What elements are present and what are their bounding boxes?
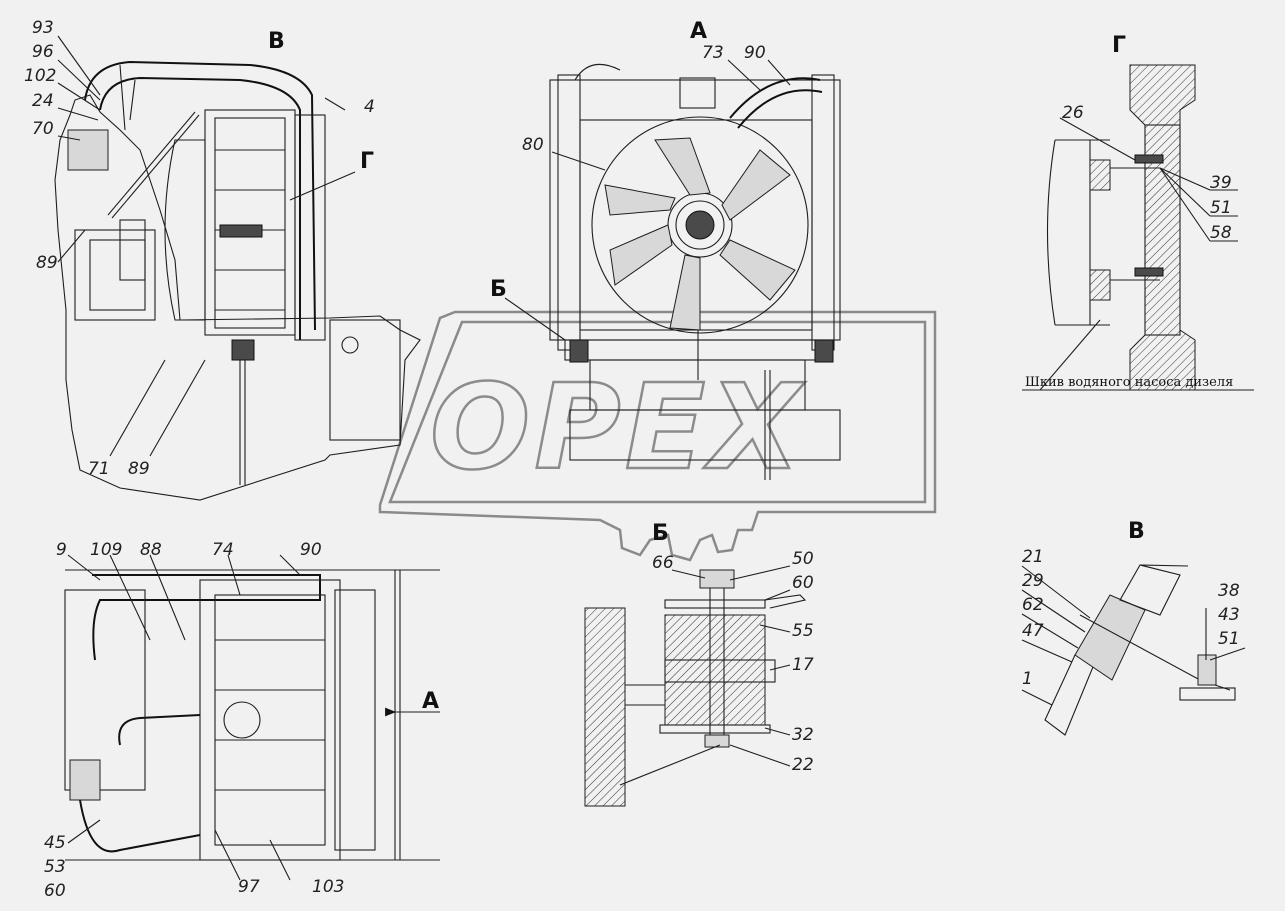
callout-66: 66 bbox=[652, 553, 674, 573]
callout-60-center: 60 bbox=[792, 573, 814, 593]
watermark-text: OPEX bbox=[430, 358, 805, 496]
callout-29: 29 bbox=[1022, 571, 1044, 591]
view-label-b-ref: Б bbox=[490, 277, 507, 302]
callout-9: 9 bbox=[56, 540, 67, 560]
callout-62: 62 bbox=[1022, 595, 1044, 615]
callout-80: 80 bbox=[522, 135, 544, 155]
view-label-v-top: В bbox=[268, 29, 285, 54]
callout-109: 109 bbox=[90, 540, 122, 560]
plan-view-bottom-left bbox=[64, 554, 440, 881]
view-label-g-top: Г bbox=[1112, 33, 1126, 58]
callout-88: 88 bbox=[140, 540, 162, 560]
callout-1: 1 bbox=[1022, 669, 1033, 689]
callout-90-top: 90 bbox=[744, 43, 766, 63]
callout-51-top: 51 bbox=[1210, 198, 1232, 218]
radiator-fins-plan bbox=[215, 639, 325, 791]
opex-watermark: OPEX bbox=[378, 310, 937, 562]
callout-70: 70 bbox=[32, 119, 54, 139]
view-label-g-ref: Г bbox=[360, 149, 374, 174]
view-label-b-bottom: Б bbox=[652, 521, 669, 546]
callout-74: 74 bbox=[212, 540, 234, 560]
callout-103: 103 bbox=[312, 877, 344, 897]
callout-90-bottom: 90 bbox=[300, 540, 322, 560]
detail-v-hose-clamp bbox=[1021, 564, 1246, 736]
callout-89-upper: 89 bbox=[36, 253, 58, 273]
side-view-top-left bbox=[54, 35, 421, 501]
callout-53: 53 bbox=[44, 857, 66, 877]
detail-g-pulley bbox=[1022, 64, 1254, 391]
detail-b-mount bbox=[584, 565, 807, 807]
callout-4: 4 bbox=[364, 97, 375, 117]
cooling-fan bbox=[591, 116, 809, 334]
callout-71: 71 bbox=[88, 459, 110, 479]
callout-50: 50 bbox=[792, 549, 814, 569]
callout-55: 55 bbox=[792, 621, 814, 641]
callout-58: 58 bbox=[1210, 223, 1232, 243]
callout-21: 21 bbox=[1022, 547, 1044, 567]
callout-43: 43 bbox=[1218, 605, 1240, 625]
callout-24: 24 bbox=[32, 91, 54, 111]
callout-51-bottom: 51 bbox=[1218, 629, 1240, 649]
callout-45: 45 bbox=[44, 833, 66, 853]
callout-97: 97 bbox=[238, 877, 260, 897]
callout-47: 47 bbox=[1022, 621, 1044, 641]
view-label-v-bottom: В bbox=[1128, 519, 1145, 544]
front-view-a bbox=[504, 59, 841, 480]
callout-102: 102 bbox=[24, 66, 56, 86]
callout-60-bottomleft: 60 bbox=[44, 881, 66, 901]
callout-39: 39 bbox=[1210, 173, 1232, 193]
callout-93: 93 bbox=[32, 18, 54, 38]
pulley-caption: Шкив водяного насоса дизеля bbox=[1025, 375, 1233, 390]
callout-73: 73 bbox=[702, 43, 724, 63]
view-label-a-top: А bbox=[690, 19, 707, 44]
callout-96: 96 bbox=[32, 42, 54, 62]
callout-22: 22 bbox=[792, 755, 814, 775]
callout-26: 26 bbox=[1062, 103, 1084, 123]
callout-89-lower: 89 bbox=[128, 459, 150, 479]
callout-17: 17 bbox=[792, 655, 814, 675]
callout-32: 32 bbox=[792, 725, 814, 745]
callout-38: 38 bbox=[1218, 581, 1240, 601]
view-arrow-label-a: А bbox=[422, 689, 439, 714]
